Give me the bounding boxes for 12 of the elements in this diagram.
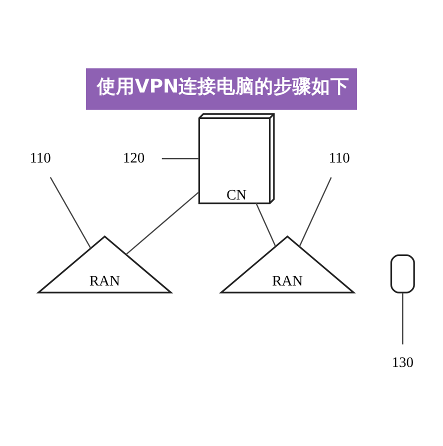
node-text: 110 [30,150,51,166]
connector [402,292,404,344]
node-text: 120 [122,150,145,166]
diagram-title: 使用VPN连接电脑的步骤如下 [96,76,350,98]
connector [298,177,332,247]
connector [126,191,200,255]
node-text: 130 [392,355,414,371]
node-box [390,254,415,294]
node-text: 110 [328,150,350,166]
connector [50,177,92,248]
connector [256,203,276,246]
connector [162,158,199,160]
